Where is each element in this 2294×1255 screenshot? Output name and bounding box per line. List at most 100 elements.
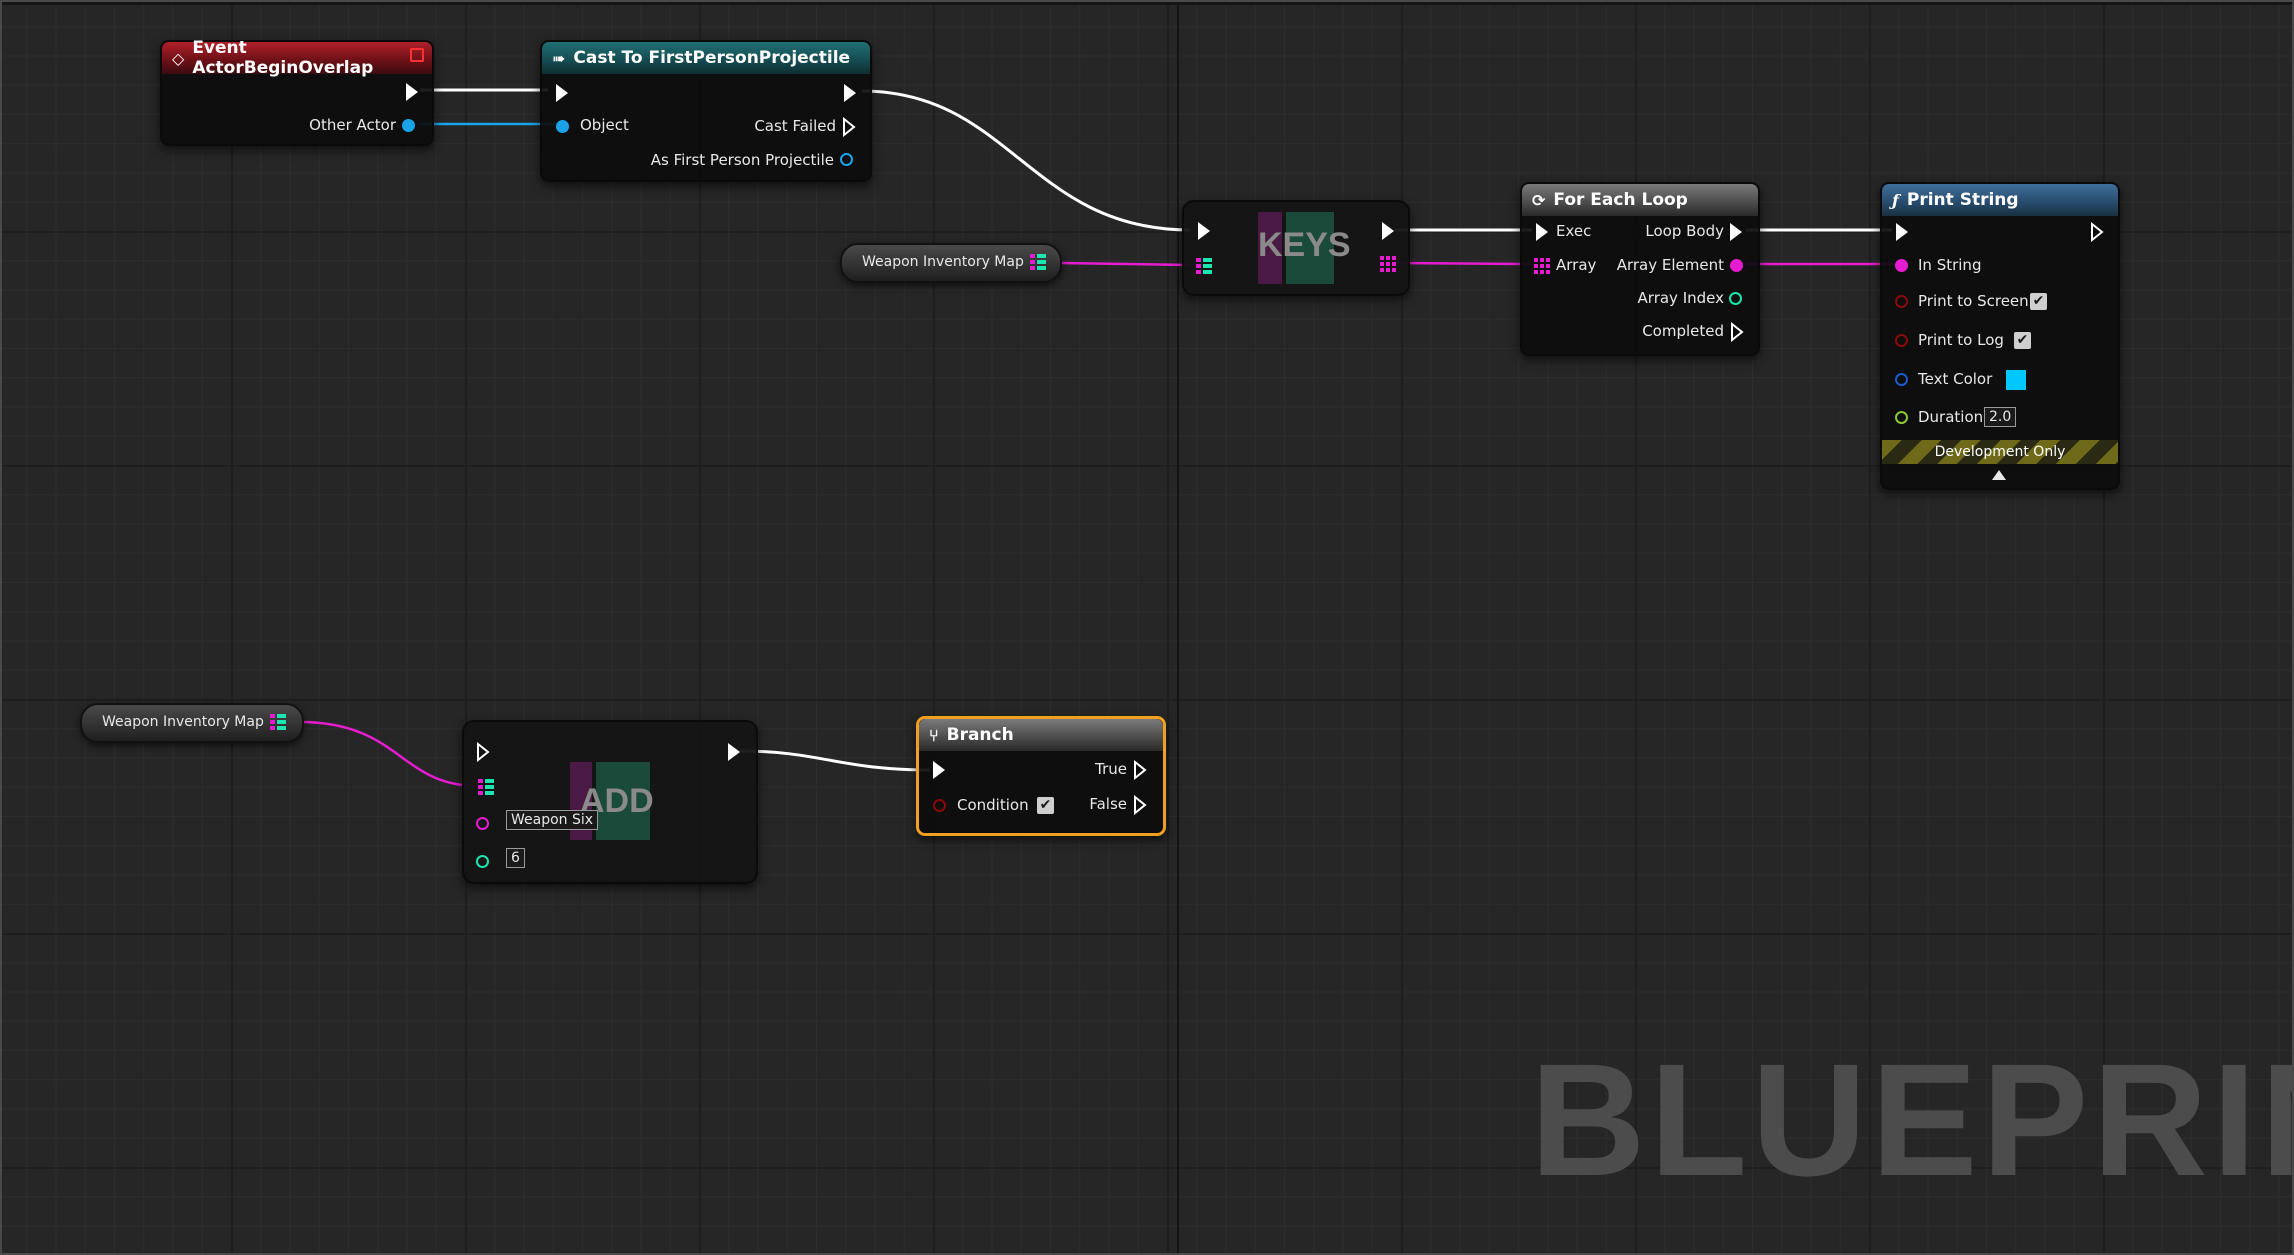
exec-out-pin[interactable] xyxy=(2090,222,2104,242)
event-actor-begin-overlap-node[interactable]: ◇ Event ActorBeginOverlap Other Actor xyxy=(160,38,434,146)
node-header: ◇ Event ActorBeginOverlap xyxy=(162,38,432,78)
node-header: ⑂ Branch xyxy=(919,719,1163,751)
exec-in-pin[interactable] xyxy=(556,84,568,102)
pin-label-print-to-log: Print to Log xyxy=(1918,331,2004,349)
array-index-pin[interactable] xyxy=(1729,292,1742,305)
exec-in-pin[interactable] xyxy=(476,742,490,762)
exec-in-pin[interactable] xyxy=(1198,222,1210,240)
node-header: ➠ Cast To FirstPersonProjectile xyxy=(542,42,870,74)
branch-node[interactable]: ⑂ Branch True Condition ✔ False xyxy=(916,716,1166,836)
condition-checkbox[interactable]: ✔ xyxy=(1037,797,1054,814)
dev-only-label: Development Only xyxy=(1934,444,2066,460)
pin-label-exec: Exec xyxy=(1556,222,1592,240)
keys-background-glyph xyxy=(1258,212,1282,284)
pin-label-other-actor: Other Actor xyxy=(309,116,396,134)
array-element-pin[interactable] xyxy=(1730,259,1743,272)
exec-in-pin[interactable] xyxy=(933,761,945,779)
condition-pin[interactable] xyxy=(933,799,946,812)
as-projectile-pin[interactable] xyxy=(840,153,853,166)
print-to-log-checkbox[interactable]: ✔ xyxy=(2014,332,2031,349)
map-wire xyxy=(1059,261,1191,267)
true-exec-pin[interactable] xyxy=(1133,760,1147,780)
node-title: Cast To FirstPersonProjectile xyxy=(573,48,851,68)
node-title: Print String xyxy=(1906,190,2019,210)
map-add-node[interactable]: ADD Weapon Six 6 xyxy=(462,720,758,884)
node-title: KEYS xyxy=(1258,226,1351,264)
pin-label-loop-body: Loop Body xyxy=(1645,222,1724,240)
function-icon: ƒ xyxy=(1892,190,1899,210)
map-in-pin-icon[interactable] xyxy=(1196,258,1212,274)
cast-arrow-icon: ➠ xyxy=(552,48,566,68)
weapon-inventory-map-getter[interactable]: Weapon Inventory Map xyxy=(80,703,304,743)
array-in-pin-icon[interactable] xyxy=(1534,258,1550,274)
completed-exec-pin[interactable] xyxy=(1730,322,1744,342)
pin-label-object: Object xyxy=(580,116,629,134)
pin-label-array: Array xyxy=(1556,256,1597,274)
cast-failed-exec-pin[interactable] xyxy=(842,117,856,137)
other-actor-pin[interactable] xyxy=(402,119,415,132)
text-color-swatch[interactable] xyxy=(2006,370,2026,390)
variable-label: Weapon Inventory Map xyxy=(102,714,264,730)
pin-label-array-index: Array Index xyxy=(1637,289,1724,307)
top-border xyxy=(0,0,2294,5)
text-color-pin[interactable] xyxy=(1895,373,1908,386)
variable-label: Weapon Inventory Map xyxy=(862,254,1024,270)
node-header: ⟳ For Each Loop xyxy=(1522,184,1758,216)
pin-label-completed: Completed xyxy=(1642,322,1724,340)
development-only-banner: Development Only xyxy=(1882,440,2118,464)
node-title: For Each Loop xyxy=(1553,190,1688,210)
pin-label-text-color: Text Color xyxy=(1918,370,1993,388)
value-value-field[interactable]: 6 xyxy=(506,848,525,868)
array-out-pin-icon[interactable] xyxy=(1380,256,1396,272)
object-pin[interactable] xyxy=(556,120,569,133)
key-value-field[interactable]: Weapon Six xyxy=(506,810,599,830)
false-exec-pin[interactable] xyxy=(1133,795,1147,815)
event-diamond-icon: ◇ xyxy=(172,48,185,68)
blueprint-watermark: BLUEPRINT xyxy=(1530,1030,2294,1209)
expand-arrow-icon[interactable] xyxy=(1992,470,2006,480)
pin-label-cast-failed: Cast Failed xyxy=(754,117,836,135)
loop-icon: ⟳ xyxy=(1532,190,1546,210)
exec-wire xyxy=(861,89,1191,232)
pin-label-as-projectile: As First Person Projectile xyxy=(650,151,834,169)
in-string-pin[interactable] xyxy=(1895,259,1908,272)
graph-origin-axis xyxy=(1177,0,1179,1255)
array-wire xyxy=(1394,261,1533,266)
duration-pin[interactable] xyxy=(1895,411,1908,424)
exec-out-pin[interactable] xyxy=(728,743,740,761)
cast-to-first-person-projectile-node[interactable]: ➠ Cast To FirstPersonProjectile Object C… xyxy=(540,40,872,182)
print-to-screen-pin[interactable] xyxy=(1895,295,1908,308)
exec-out-pin[interactable] xyxy=(1382,222,1394,240)
map-pin-icon[interactable] xyxy=(270,714,286,730)
weapon-inventory-map-getter[interactable]: Weapon Inventory Map xyxy=(840,243,1062,283)
exec-in-pin[interactable] xyxy=(1896,223,1908,241)
map-keys-node[interactable]: KEYS xyxy=(1182,200,1410,296)
delegate-pin-icon[interactable] xyxy=(410,48,424,62)
key-pin[interactable] xyxy=(476,817,489,830)
pin-label-false: False xyxy=(1089,795,1127,813)
map-target-pin-icon[interactable] xyxy=(478,779,494,795)
print-string-node[interactable]: ƒ Print String In String Print to Screen… xyxy=(1880,182,2120,490)
print-to-screen-checkbox[interactable]: ✔ xyxy=(2030,293,2047,310)
exec-in-pin[interactable] xyxy=(1536,223,1548,241)
pin-label-array-element: Array Element xyxy=(1616,256,1724,274)
value-pin[interactable] xyxy=(476,855,489,868)
node-header: ƒ Print String xyxy=(1882,184,2118,216)
exec-out-pin[interactable] xyxy=(844,84,856,102)
keys-background-glyph xyxy=(1286,212,1334,284)
pin-label-in-string: In String xyxy=(1918,256,1982,274)
add-background-glyph xyxy=(596,762,650,840)
map-pin-icon[interactable] xyxy=(1030,254,1046,270)
node-title: Branch xyxy=(946,725,1014,745)
node-title: Event ActorBeginOverlap xyxy=(192,38,374,78)
exec-out-pin[interactable] xyxy=(406,83,418,101)
map-wire xyxy=(299,720,479,788)
branch-icon: ⑂ xyxy=(929,725,939,745)
duration-value-field[interactable]: 2.0 xyxy=(1984,407,2017,427)
loop-body-exec-pin[interactable] xyxy=(1730,223,1742,241)
for-each-loop-node[interactable]: ⟳ For Each Loop Exec Loop Body Array Arr… xyxy=(1520,182,1760,356)
print-to-log-pin[interactable] xyxy=(1895,334,1908,347)
pin-label-print-to-screen: Print to Screen xyxy=(1918,292,2029,310)
